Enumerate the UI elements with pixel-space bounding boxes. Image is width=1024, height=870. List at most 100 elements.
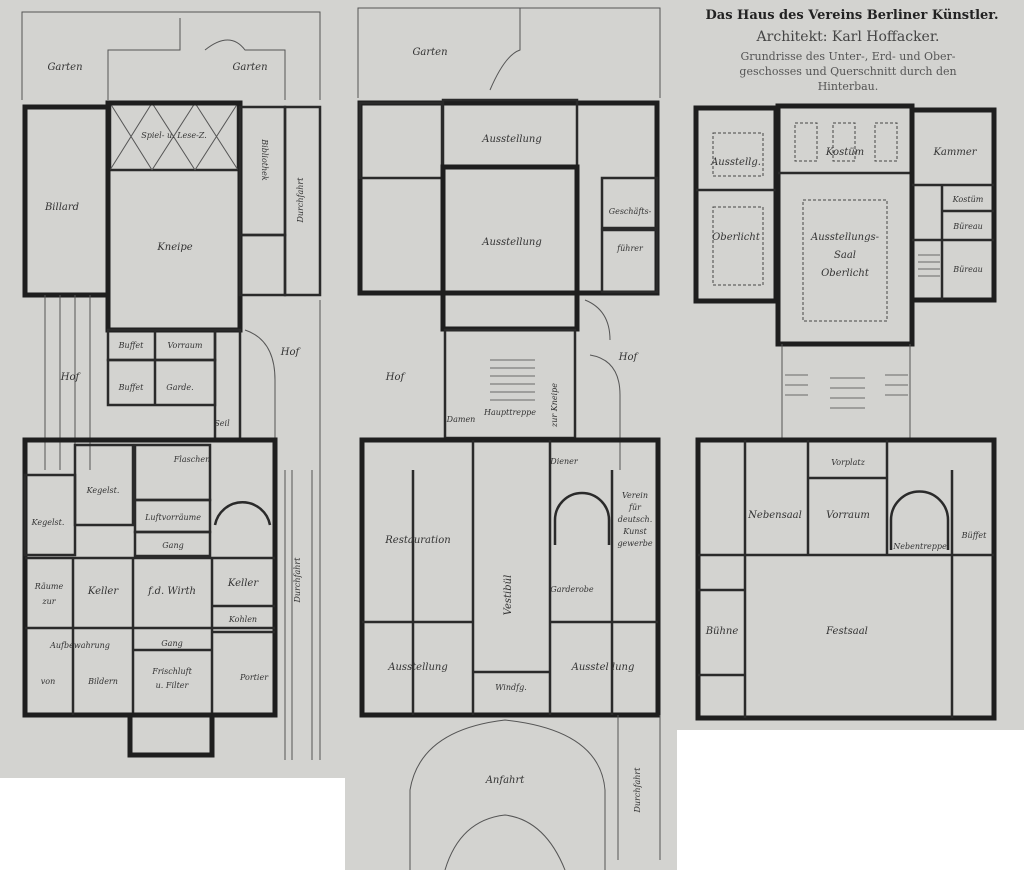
front-block bbox=[359, 437, 661, 718]
room-label: Keller bbox=[227, 578, 259, 589]
hof-curve bbox=[244, 329, 276, 470]
room-label: Hof bbox=[60, 372, 82, 383]
room-label: Oberlicht bbox=[821, 268, 870, 279]
room-label: Saal bbox=[834, 250, 856, 261]
office-block bbox=[909, 107, 997, 303]
room-label: zur bbox=[41, 597, 56, 606]
room-label: u. Filter bbox=[156, 681, 190, 690]
room-label: Garderobe bbox=[550, 585, 594, 594]
festsaal-block bbox=[695, 437, 997, 721]
room-label: Räume bbox=[34, 582, 64, 591]
ground-floor-plan: Garten Ausstellung Ausstellung Geschäfts… bbox=[357, 7, 661, 870]
room-label: Ausstellung bbox=[481, 134, 542, 145]
room-label: Ausstellung bbox=[387, 662, 448, 673]
header-caption-line: Grundrisse des Unter-, Erd- und Ober- bbox=[740, 50, 955, 63]
room-label: Bibliothek bbox=[260, 138, 269, 181]
garden-outline bbox=[357, 7, 661, 98]
room-label: Kegelst. bbox=[86, 486, 120, 495]
room-label: Verein bbox=[622, 491, 648, 500]
room-label: Kunst bbox=[622, 527, 647, 536]
room-label: Ausstellungs- bbox=[810, 232, 880, 243]
skylight-outline bbox=[802, 199, 888, 322]
room-label: Kostüm bbox=[952, 195, 984, 204]
room-label: Portier bbox=[239, 673, 269, 682]
room-label: Ausstel lung bbox=[571, 662, 635, 673]
kegelbahn-room bbox=[23, 473, 77, 557]
room-label: Frischluft bbox=[151, 667, 192, 676]
room-label: Festsaal bbox=[825, 626, 868, 637]
hof-paving bbox=[44, 295, 91, 470]
room-label: Vorraum bbox=[167, 341, 202, 350]
room-label: Spiel- u. Lese-Z. bbox=[141, 131, 207, 140]
room-label: gewerbe bbox=[617, 539, 652, 548]
stair-room bbox=[238, 233, 287, 297]
room-label: Vestibül bbox=[503, 575, 514, 616]
room-label: Damen bbox=[446, 415, 476, 424]
room-label: Garten bbox=[412, 47, 447, 58]
room-label: Durchfahrt bbox=[633, 767, 642, 814]
upper-floor-plan: Ausstellg. Kostüm Kammer Kostüm Büreau B… bbox=[693, 103, 997, 721]
room-label: Nebensaal bbox=[747, 510, 802, 521]
office-room bbox=[600, 228, 659, 294]
entrance-bay bbox=[127, 712, 215, 758]
room-label: f.d. Wirth bbox=[147, 586, 196, 597]
room-label: Buffet bbox=[118, 341, 144, 350]
spiral-stair bbox=[213, 501, 272, 526]
room-label: Bildern bbox=[87, 677, 118, 686]
room-label: Bühne bbox=[705, 626, 739, 637]
room-label: Restauration bbox=[384, 535, 450, 546]
room-label: Garten bbox=[232, 62, 267, 73]
room-label: Garten bbox=[47, 62, 82, 73]
room-label: Büreau bbox=[952, 222, 983, 231]
room-label: Kammer bbox=[932, 147, 977, 158]
hof-curve bbox=[584, 299, 621, 470]
stair bbox=[785, 254, 940, 409]
room-label: Hof bbox=[280, 347, 302, 358]
header-title: Das Haus des Vereins Berliner Künstler. bbox=[706, 8, 999, 23]
lower-floor-plan: Garten Garten Spiel- u. Lese-Z. Billard … bbox=[21, 11, 322, 760]
header-caption-line: Hinterbau. bbox=[818, 80, 879, 93]
room-label: Durchfahrt bbox=[296, 177, 305, 224]
room-label: Billard bbox=[44, 202, 79, 213]
garden-outline bbox=[21, 11, 321, 100]
office-room bbox=[600, 176, 659, 230]
room-label: für bbox=[628, 503, 642, 512]
room-label: Büffet bbox=[961, 531, 987, 540]
room-label: Haupttreppe bbox=[483, 408, 536, 417]
room-label: Diener bbox=[549, 457, 579, 466]
room-label: Nebentreppe bbox=[892, 542, 947, 551]
spiral-stair bbox=[553, 491, 611, 545]
room-label: deutsch. bbox=[618, 515, 653, 524]
room-label: Keller bbox=[87, 586, 119, 597]
room-label: Luftvorräume bbox=[144, 513, 201, 522]
room-label: Flaschen bbox=[173, 455, 211, 464]
room-label: führer bbox=[616, 244, 644, 253]
room-label: Hof bbox=[385, 372, 407, 383]
main-stair bbox=[490, 359, 535, 401]
room-label: Vorraum bbox=[826, 510, 870, 521]
room-label: Kostüm bbox=[825, 147, 864, 158]
room-label: Kneipe bbox=[156, 242, 192, 253]
room-label: Windfg. bbox=[495, 683, 527, 692]
room-label: Hof bbox=[618, 352, 640, 363]
room-label: Geschäfts- bbox=[609, 207, 652, 216]
room-label: Ausstellung bbox=[481, 237, 542, 248]
room-label: Gang bbox=[162, 541, 183, 550]
durchfahrt-upper bbox=[283, 105, 322, 297]
vault-lines bbox=[109, 102, 239, 171]
room-label: Aufbewahrung bbox=[49, 641, 110, 650]
room-label: Garde. bbox=[166, 383, 193, 392]
room-label: Durchfahrt bbox=[293, 557, 302, 604]
spiral-stair bbox=[889, 490, 950, 550]
room-label: von bbox=[41, 677, 56, 686]
room-label: Seil bbox=[214, 419, 230, 428]
gang-room bbox=[133, 530, 212, 558]
driveway-curve bbox=[409, 719, 606, 870]
room-label: Büreau bbox=[952, 265, 983, 274]
room-label: Gang bbox=[161, 639, 182, 648]
room-label: Ausstellg. bbox=[710, 157, 761, 168]
durchfahrt-lines bbox=[617, 715, 661, 860]
